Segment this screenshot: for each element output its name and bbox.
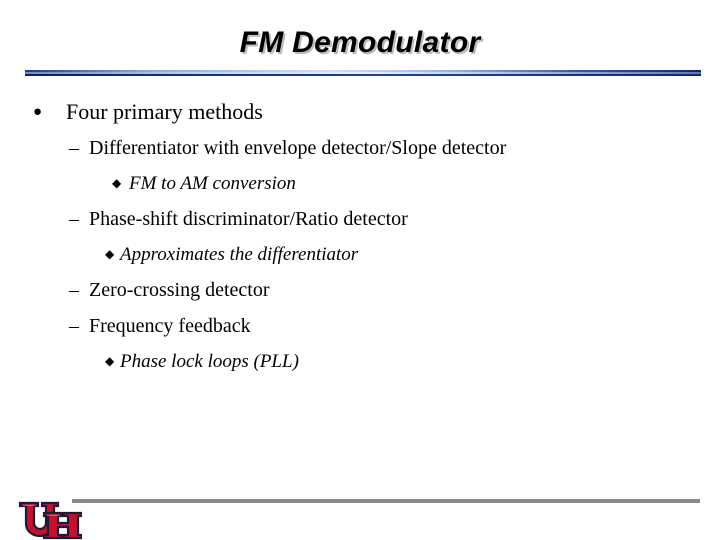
list-item: ◆ Phase lock loops (PLL) bbox=[0, 344, 720, 379]
list-item: ◆ Approximates the differentiator bbox=[0, 237, 720, 272]
list-item: – Frequency feedback bbox=[0, 308, 720, 344]
list-item-label: Frequency feedback bbox=[89, 315, 251, 337]
en-dash-bullet-icon: – bbox=[69, 208, 79, 230]
list-item: – Phase-shift discriminator/Ratio detect… bbox=[0, 201, 720, 237]
list-item-label: Differentiator with envelope detector/Sl… bbox=[89, 137, 507, 159]
list-item: – Zero-crossing detector bbox=[0, 272, 720, 308]
list-item: ● Four primary methods bbox=[0, 94, 720, 130]
list-item-label: Four primary methods bbox=[66, 99, 263, 124]
divider-line-middle bbox=[25, 72, 701, 74]
title-divider-rule bbox=[25, 70, 701, 78]
footer-divider-rule bbox=[72, 499, 700, 503]
en-dash-bullet-icon: – bbox=[69, 137, 79, 159]
diamond-bullet-icon: ◆ bbox=[105, 247, 115, 261]
title-area: FM Demodulator bbox=[0, 26, 720, 60]
page-title: FM Demodulator bbox=[239, 26, 481, 59]
diamond-bullet-icon: ◆ bbox=[112, 176, 122, 190]
bullet-list: ● Four primary methods – Differentiator … bbox=[0, 94, 720, 379]
diamond-bullet-icon: ◆ bbox=[105, 354, 115, 368]
list-item-label: Approximates the differentiator bbox=[120, 244, 359, 265]
en-dash-bullet-icon: – bbox=[69, 279, 79, 301]
round-bullet-icon: ● bbox=[33, 104, 43, 120]
divider-line-bottom bbox=[25, 74, 701, 76]
divider-line-hairline bbox=[25, 76, 701, 77]
list-item-label: Phase lock loops (PLL) bbox=[120, 351, 299, 372]
en-dash-bullet-icon: – bbox=[69, 315, 79, 337]
list-item-label: FM to AM conversion bbox=[129, 173, 296, 194]
divider-line-top bbox=[25, 70, 701, 72]
university-of-houston-uh-logo-icon bbox=[18, 500, 82, 540]
list-item-label: Zero-crossing detector bbox=[89, 279, 270, 301]
list-item: ◆ FM to AM conversion bbox=[0, 166, 720, 201]
list-item: – Differentiator with envelope detector/… bbox=[0, 130, 720, 166]
list-item-label: Phase-shift discriminator/Ratio detector bbox=[89, 208, 408, 230]
